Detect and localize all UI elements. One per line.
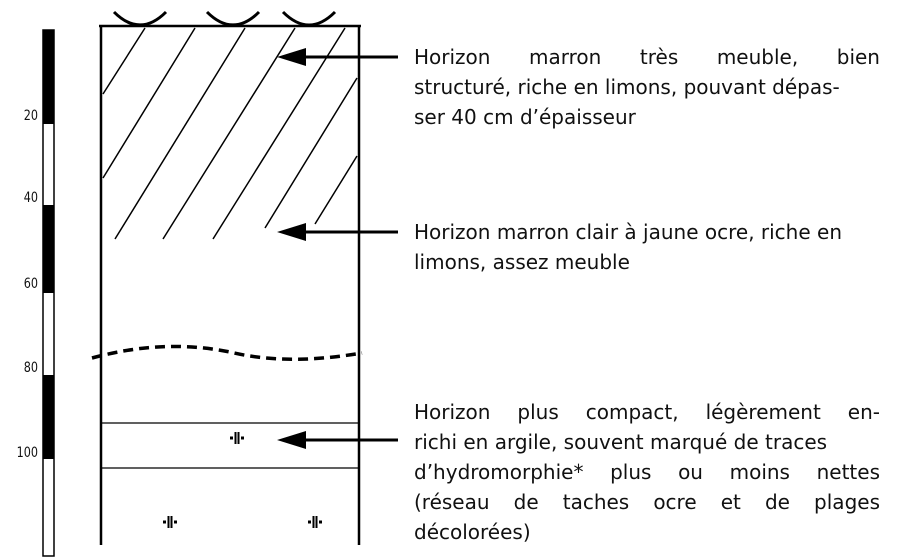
- description-line: (réseau de taches ocre et de plages: [414, 490, 880, 514]
- topsoil-hatching: [102, 27, 358, 240]
- depth-tick-label: 100: [16, 445, 38, 461]
- description-line: richi en argile, souvent marqué de trace…: [414, 430, 828, 454]
- horizon-boundary-dashed: [91, 344, 363, 361]
- description-line: d’hydromorphie* plus ou moins nettes: [414, 460, 880, 484]
- description-line: structuré, riche en limons, pouvant dépa…: [414, 75, 840, 99]
- horizon-1-description: Horizon marron très meuble, bien structu…: [414, 42, 880, 132]
- callout-arrow-1: [277, 48, 398, 66]
- callout-arrow-3: [277, 431, 398, 449]
- profile-frame: [99, 24, 361, 545]
- description-line: limons, assez meuble: [414, 250, 630, 274]
- description-line: décolorées): [414, 520, 531, 544]
- depth-tick-label: 60: [23, 276, 38, 292]
- description-line: ser 40 cm d’épaisseur: [414, 105, 636, 129]
- depth-tick-label: 80: [23, 360, 38, 376]
- horizon-3-description: Horizon plus compact, légèrement en- ric…: [414, 397, 880, 547]
- depth-scale-bar: [42, 29, 55, 557]
- callout-arrow-2: [277, 223, 398, 241]
- description-line: Horizon plus compact, légèrement en-: [414, 400, 880, 424]
- surface-vegetation-icons: [112, 10, 337, 27]
- hydromorphy-symbol-icon: [163, 432, 322, 528]
- depth-tick-label: 40: [23, 190, 38, 206]
- horizon-2-description: Horizon marron clair à jaune ocre, riche…: [414, 217, 880, 277]
- depth-tick-label: 20: [23, 108, 38, 124]
- description-line: Horizon marron très meuble, bien: [414, 45, 880, 69]
- description-line: Horizon marron clair à jaune ocre, riche…: [414, 220, 842, 244]
